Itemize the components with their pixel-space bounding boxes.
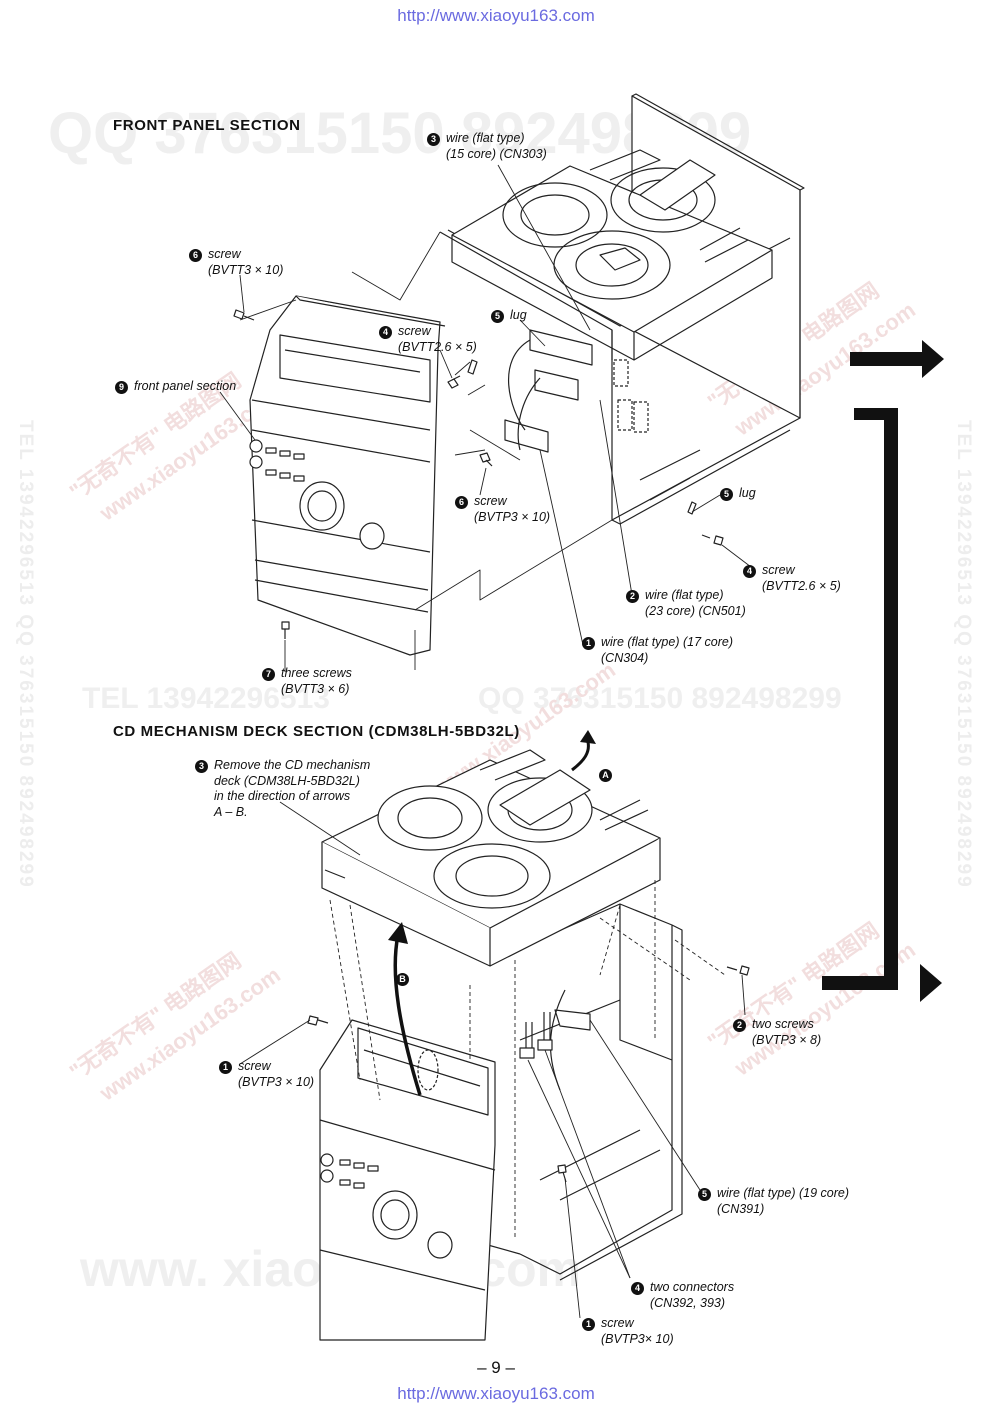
arrow-b — [393, 934, 422, 1096]
bottom-guide-lines — [329, 880, 726, 1240]
section-title-cd-mechanism: CD MECHANISM DECK SECTION (CDM38LH-5BD32… — [113, 723, 520, 740]
arrow-b-label: B — [396, 969, 409, 987]
arrow-a-head — [580, 730, 596, 744]
watermark-side-right: TEL 13942296513 QQ 376315150 892498299 — [953, 420, 974, 889]
header-url[interactable]: http://www.xiaoyu163.com — [397, 6, 595, 25]
arrow-a-label: A — [599, 765, 612, 783]
arrow-a — [571, 741, 590, 772]
footer-url[interactable]: http://www.xiaoyu163.com — [397, 1384, 595, 1403]
top-screws — [233, 309, 724, 639]
right-process-arrows — [822, 340, 944, 1002]
bottom-wires-connectors — [519, 989, 591, 1091]
bottom-leader-lines — [239, 801, 746, 1319]
bottom-chassis — [469, 903, 683, 1281]
section-title-front-panel: FRONT PANEL SECTION — [113, 117, 301, 134]
watermark-qq-mid: QQ 376315150 892498299 — [478, 682, 842, 715]
top-connectors-dashed — [613, 359, 649, 433]
watermark-tel-mid: TEL 13942296513 — [82, 682, 330, 715]
page-number: – 9 – — [477, 1358, 515, 1377]
top-cd-deck — [451, 149, 773, 361]
bottom-dashed-screw-path — [417, 1049, 439, 1091]
top-flat-wires — [504, 329, 593, 453]
top-leader-lines — [219, 164, 756, 672]
top-front-panel — [249, 295, 446, 656]
bottom-screws — [307, 965, 750, 1183]
bottom-cd-deck — [321, 749, 661, 967]
bottom-front-panel — [319, 1019, 496, 1341]
arrow-b-head — [388, 922, 408, 944]
watermark-side-left: TEL 13942296513 QQ 376315150 892498299 — [15, 420, 36, 889]
top-guide-lines — [239, 231, 613, 670]
